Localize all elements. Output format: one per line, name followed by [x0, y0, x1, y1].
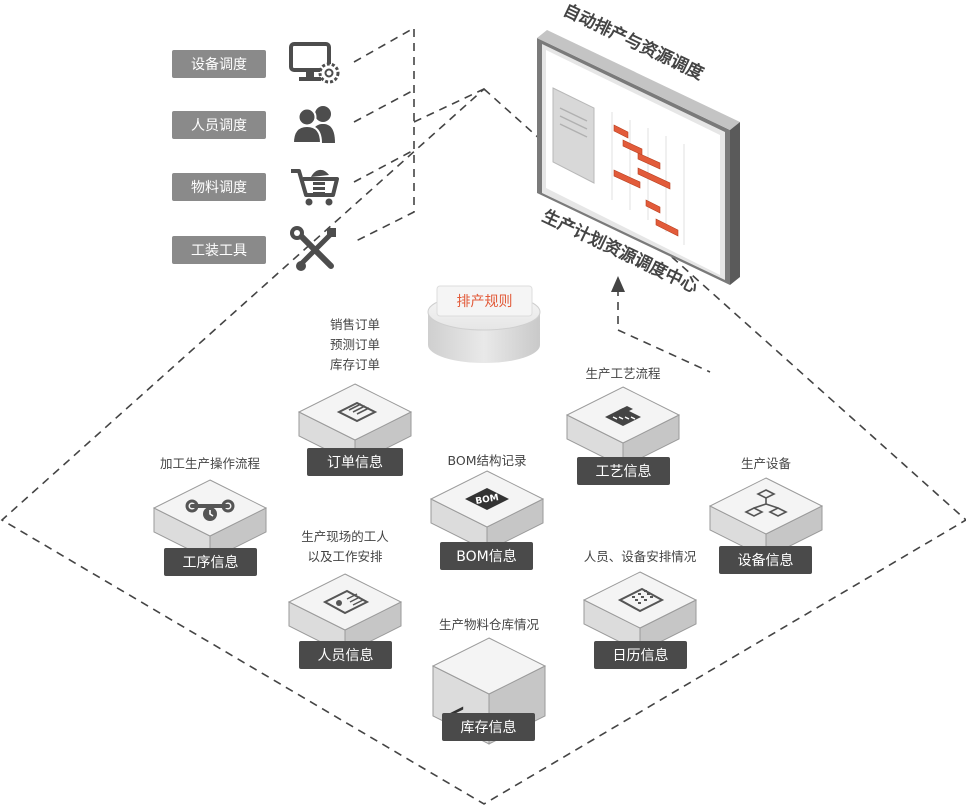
arrow-head [611, 276, 625, 292]
module-caption: 生产设备 [741, 456, 792, 471]
resource-connectors [353, 26, 711, 373]
gantt-bars [613, 124, 679, 237]
module-label-tag[interactable] [594, 641, 687, 669]
resource-tag[interactable] [172, 111, 266, 139]
module-label-tag[interactable] [577, 457, 670, 485]
module-caption: 生产物料仓库情况 [439, 617, 540, 632]
resource-tag[interactable] [172, 50, 266, 78]
module-label-tag[interactable] [164, 548, 257, 576]
resource-tag[interactable] [172, 173, 266, 201]
module-label-tag[interactable] [719, 546, 812, 574]
module-bom[interactable]: BOM BOM结构记录 BOM信息 [429, 453, 545, 570]
platform-outline [0, 87, 966, 805]
flowchart-icon [744, 489, 788, 517]
wrench-clock-icon [185, 499, 235, 521]
svg-text:BOM: BOM [475, 493, 500, 507]
module-caption: BOM结构记录 [448, 453, 527, 468]
people-icon [291, 106, 335, 144]
module-caption: 人员、设备安排情况 [584, 549, 697, 564]
resource-item-2[interactable]: 人员调度 [172, 106, 335, 144]
module-label: 人员信息 [318, 647, 374, 664]
rules-button[interactable] [436, 285, 533, 317]
module-caption: 预测订单 [330, 337, 380, 352]
module-label: 工艺信息 [596, 463, 652, 480]
module-label: BOM信息 [456, 548, 516, 565]
resource-label: 工装工具 [191, 243, 247, 259]
module-label: 设备信息 [738, 552, 794, 569]
resource-label: 设备调度 [191, 56, 247, 73]
module-caption: 库存订单 [330, 357, 380, 372]
module-label-tag[interactable] [442, 713, 535, 741]
module-label: 工序信息 [183, 554, 239, 571]
ruler-icon [605, 406, 641, 426]
cart-icon [291, 169, 339, 206]
module-caption: 生产工艺流程 [585, 366, 661, 381]
module-label-tag[interactable] [307, 448, 403, 476]
resource-item-4[interactable]: 工装工具 [172, 226, 336, 271]
module-label: 日历信息 [613, 647, 669, 664]
bom-icon: BOM [465, 488, 509, 510]
tools-icon [290, 226, 336, 271]
module-label-tag[interactable] [440, 542, 533, 570]
info-modules: 销售订单预测订单库存订单订单信息生产工艺流程工艺信息加工生产操作流程工序信息BO… [152, 317, 824, 745]
module-caption: 以及工作安排 [307, 549, 383, 564]
scheduling-monitor: 自动排产与资源调度 生产计划资源调度中心 [537, 0, 740, 298]
document-icon [336, 401, 378, 423]
resource-item-3[interactable]: 物料调度 [172, 169, 339, 206]
rules-cylinder: 排产规则 [427, 285, 541, 363]
calendar-icon [617, 587, 665, 613]
module-label: 库存信息 [461, 719, 517, 736]
rules-label: 排产规则 [457, 294, 513, 310]
id-card-icon [322, 589, 370, 615]
module-label: 订单信息 [327, 454, 383, 471]
resource-item-1[interactable]: 设备调度 [172, 42, 340, 84]
module-caption: 生产现场的工人 [301, 529, 389, 544]
module-caption: 销售订单 [330, 317, 380, 332]
resource-tag[interactable] [172, 236, 266, 264]
monitor-gear-icon [289, 42, 340, 84]
resource-label: 物料调度 [191, 180, 247, 196]
resource-label: 人员调度 [191, 118, 247, 134]
module-label-tag[interactable] [299, 641, 392, 669]
module-caption: 加工生产操作流程 [160, 456, 261, 471]
